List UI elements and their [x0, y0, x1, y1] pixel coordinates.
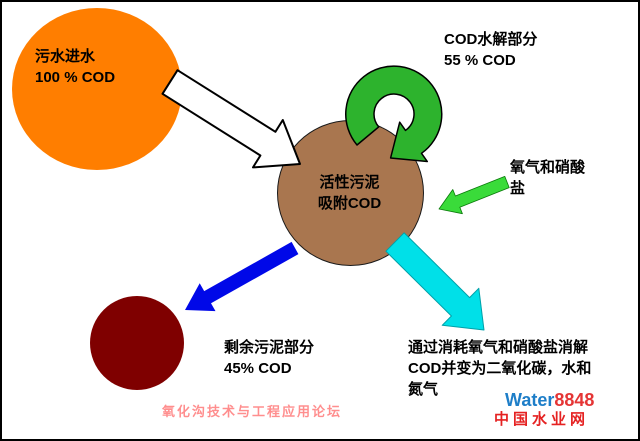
activated-sludge-label-line2: 吸附COD — [317, 195, 382, 212]
gas-arrow — [385, 232, 485, 331]
influent-label-line1: 污水进水 — [35, 48, 96, 65]
watermark-site: 中国水业网 — [494, 411, 590, 428]
oxygen-label: 氧气和硝酸盐 — [510, 159, 586, 197]
hydrolysis-label-line1: COD水解部分 — [444, 31, 538, 48]
influent-label-line2: 100 % COD — [35, 69, 116, 86]
activated-sludge-label-line1: 活性污泥 — [319, 174, 380, 191]
watermark-brand-water: Water — [505, 390, 555, 410]
watermark-forum: 氧化沟技术与工程应用论坛 — [162, 404, 343, 419]
influent-circle — [12, 8, 182, 170]
excess-sludge-label-line1: 剩余污泥部分 — [224, 339, 315, 356]
watermark-brand-number: 8848 — [554, 390, 595, 410]
activated-sludge-label: 活性污泥 吸附COD — [277, 172, 422, 214]
excess-sludge-circle — [90, 296, 184, 390]
influent-label: 污水进水 100 % COD — [35, 46, 115, 88]
oxygen-arrow — [438, 175, 510, 215]
excess-sludge-arrow — [185, 241, 299, 312]
excess-sludge-label: 剩余污泥部分 45% COD — [224, 337, 314, 379]
excess-sludge-label-line2: 45% COD — [224, 360, 292, 377]
influent-arrow — [161, 69, 301, 169]
hydrolysis-label-line2: 55 % COD — [444, 52, 516, 69]
consume-label: 通过消耗氧气和硝酸盐消解COD并变为二氧化碳，水和氮气 — [408, 339, 592, 398]
watermark-brand: Water8848 — [505, 391, 594, 409]
hydrolysis-label: COD水解部分 55 % COD — [444, 29, 537, 71]
